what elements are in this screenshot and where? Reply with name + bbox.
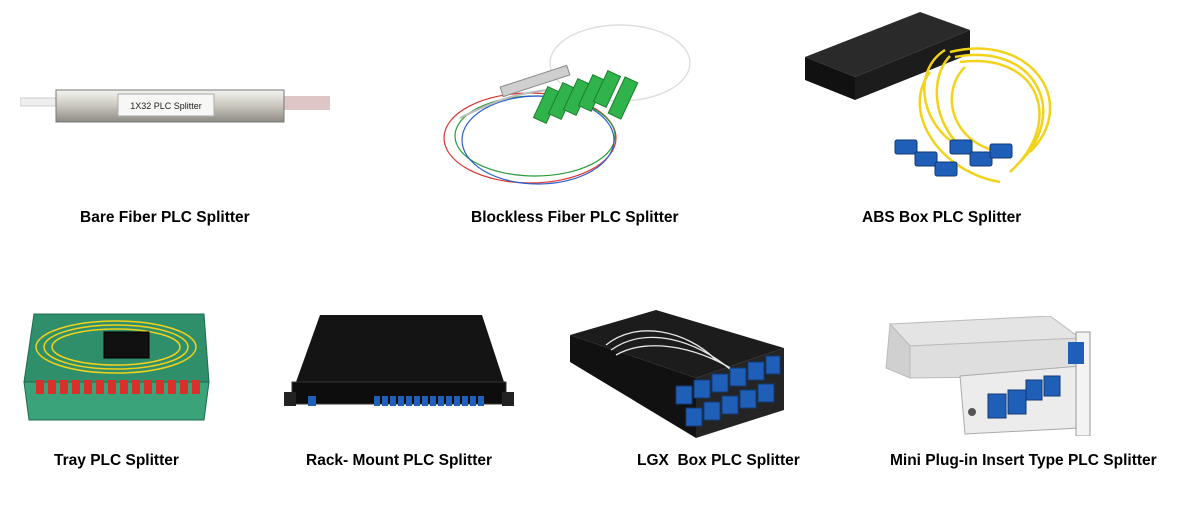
rack-mount-splitter-icon — [284, 315, 514, 406]
caption-lgx-box: LGX Box PLC Splitter — [637, 452, 800, 469]
abs-box-splitter-icon — [805, 12, 1052, 184]
insert-type-splitter-icon — [885, 316, 1091, 436]
caption-blockless: Blockless Fiber PLC Splitter — [471, 209, 679, 226]
device-label: 1X32 PLC Splitter — [130, 101, 202, 111]
bare-fiber-splitter-icon: 1X32 PLC Splitter — [20, 89, 330, 123]
caption-insert-type: Mini Plug-in Insert Type PLC Splitter — [890, 452, 1157, 469]
caption-tray: Tray PLC Splitter — [54, 452, 179, 469]
caption-abs-box: ABS Box PLC Splitter — [862, 209, 1022, 226]
bare-fiber-splitter-image: 1X32 PLC Splitter — [20, 70, 330, 140]
tray-splitter-image — [14, 302, 219, 427]
lgx-box-splitter-image — [566, 300, 791, 440]
lgx-box-splitter-icon — [570, 310, 784, 438]
blockless-splitter-icon — [443, 24, 691, 185]
abs-box-splitter-image — [800, 12, 1080, 207]
caption-rack-mount: Rack- Mount PLC Splitter — [306, 452, 493, 469]
tray-splitter-icon — [23, 313, 210, 421]
insert-type-splitter-image — [880, 316, 1100, 436]
blockless-splitter-image — [440, 18, 700, 193]
caption-bare-fiber: Bare Fiber PLC Splitter — [80, 209, 250, 226]
rack-mount-splitter-image — [282, 310, 517, 415]
